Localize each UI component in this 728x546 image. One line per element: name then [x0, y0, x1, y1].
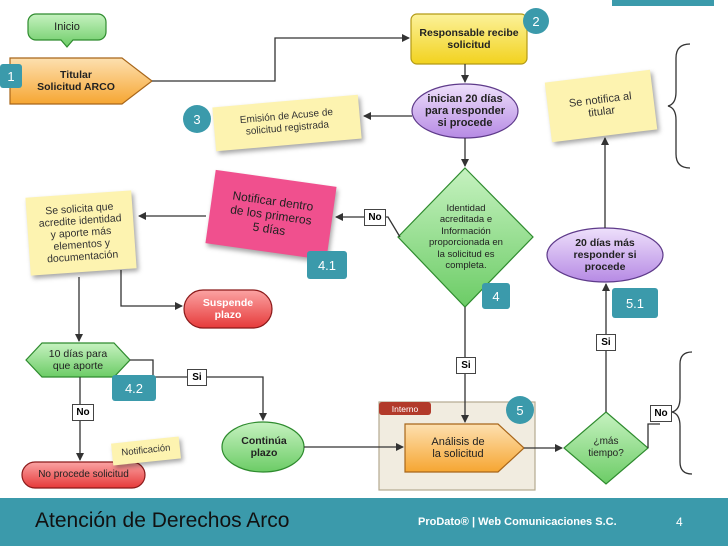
- titular-label: Titular Solicitud ARCO: [37, 69, 115, 93]
- no-procede-label: No procede solicitud: [38, 469, 129, 480]
- step-badge-5-1: 5.1: [612, 288, 658, 318]
- responsable-label: Responsable recibe solicitud: [419, 27, 519, 51]
- inician-label: inician 20 días para responder si proced…: [424, 93, 506, 129]
- credit-text: ProDato® | Web Comunicaciones S.C.: [418, 516, 617, 528]
- brace-bottom: [671, 351, 693, 475]
- slide-title: Atención de Derechos Arco: [35, 509, 290, 532]
- inicio-label: Inicio: [54, 21, 80, 33]
- brace-top: [667, 43, 691, 169]
- step-badge-4: 4: [482, 283, 510, 309]
- suspende-label: Suspende plazo: [202, 297, 254, 321]
- edge-label-si-identidad: Si: [456, 357, 476, 374]
- step-badge-3: 3: [183, 105, 211, 133]
- inicio-callout-shape: [27, 13, 107, 48]
- solicita-note: Se solicita que acredite identidad y apo…: [25, 190, 137, 276]
- accent-bar: [612, 0, 714, 6]
- step-badge-4-1: 4.1: [307, 251, 347, 279]
- responsable-shape: [410, 13, 528, 65]
- interno-tab-shape: [379, 402, 431, 415]
- step-badge-1: 1: [0, 64, 22, 88]
- titular-shape: [9, 57, 153, 105]
- analisis-label: Análisis de la solicitud: [431, 436, 485, 460]
- edge-label-si-diez: Si: [187, 369, 207, 386]
- edge-label-no-diez: No: [72, 404, 94, 421]
- interno-label: Interno: [391, 403, 419, 414]
- analisis-shape: [404, 423, 525, 473]
- mas-tiempo-shape: [563, 411, 649, 485]
- step-badge-5: 5: [506, 396, 534, 424]
- step-badge-4-2: 4.2: [112, 375, 156, 401]
- edge-mastiempo-no: [647, 423, 660, 448]
- edge-label-no-tiempo: No: [650, 405, 672, 422]
- veinte-mas-label: 20 días más responder si procede: [573, 237, 637, 273]
- page-number: 4: [676, 515, 683, 529]
- edge-identidad-notificar: [335, 213, 401, 238]
- identidad-label: Identidad acreditada e Información propo…: [429, 202, 503, 272]
- footer-bar: [0, 498, 728, 546]
- edge-label-si-tiempo: Si: [596, 334, 616, 351]
- step-badge-2: 2: [523, 8, 549, 34]
- no-procede-shape: [21, 461, 146, 489]
- notifica-titular-note: Se notifica al titular: [544, 69, 658, 143]
- mas-tiempo-label: ¿más tiempo?: [588, 436, 624, 459]
- edge-titular-responsable: [152, 34, 410, 82]
- diez-dias-label: 10 días para que aporte: [48, 348, 108, 372]
- continua-label: Continúa plazo: [241, 435, 287, 459]
- edge-label-no-identidad: No: [364, 209, 386, 226]
- edge-solicita-suspende: [120, 270, 183, 310]
- suspende-shape: [183, 289, 273, 329]
